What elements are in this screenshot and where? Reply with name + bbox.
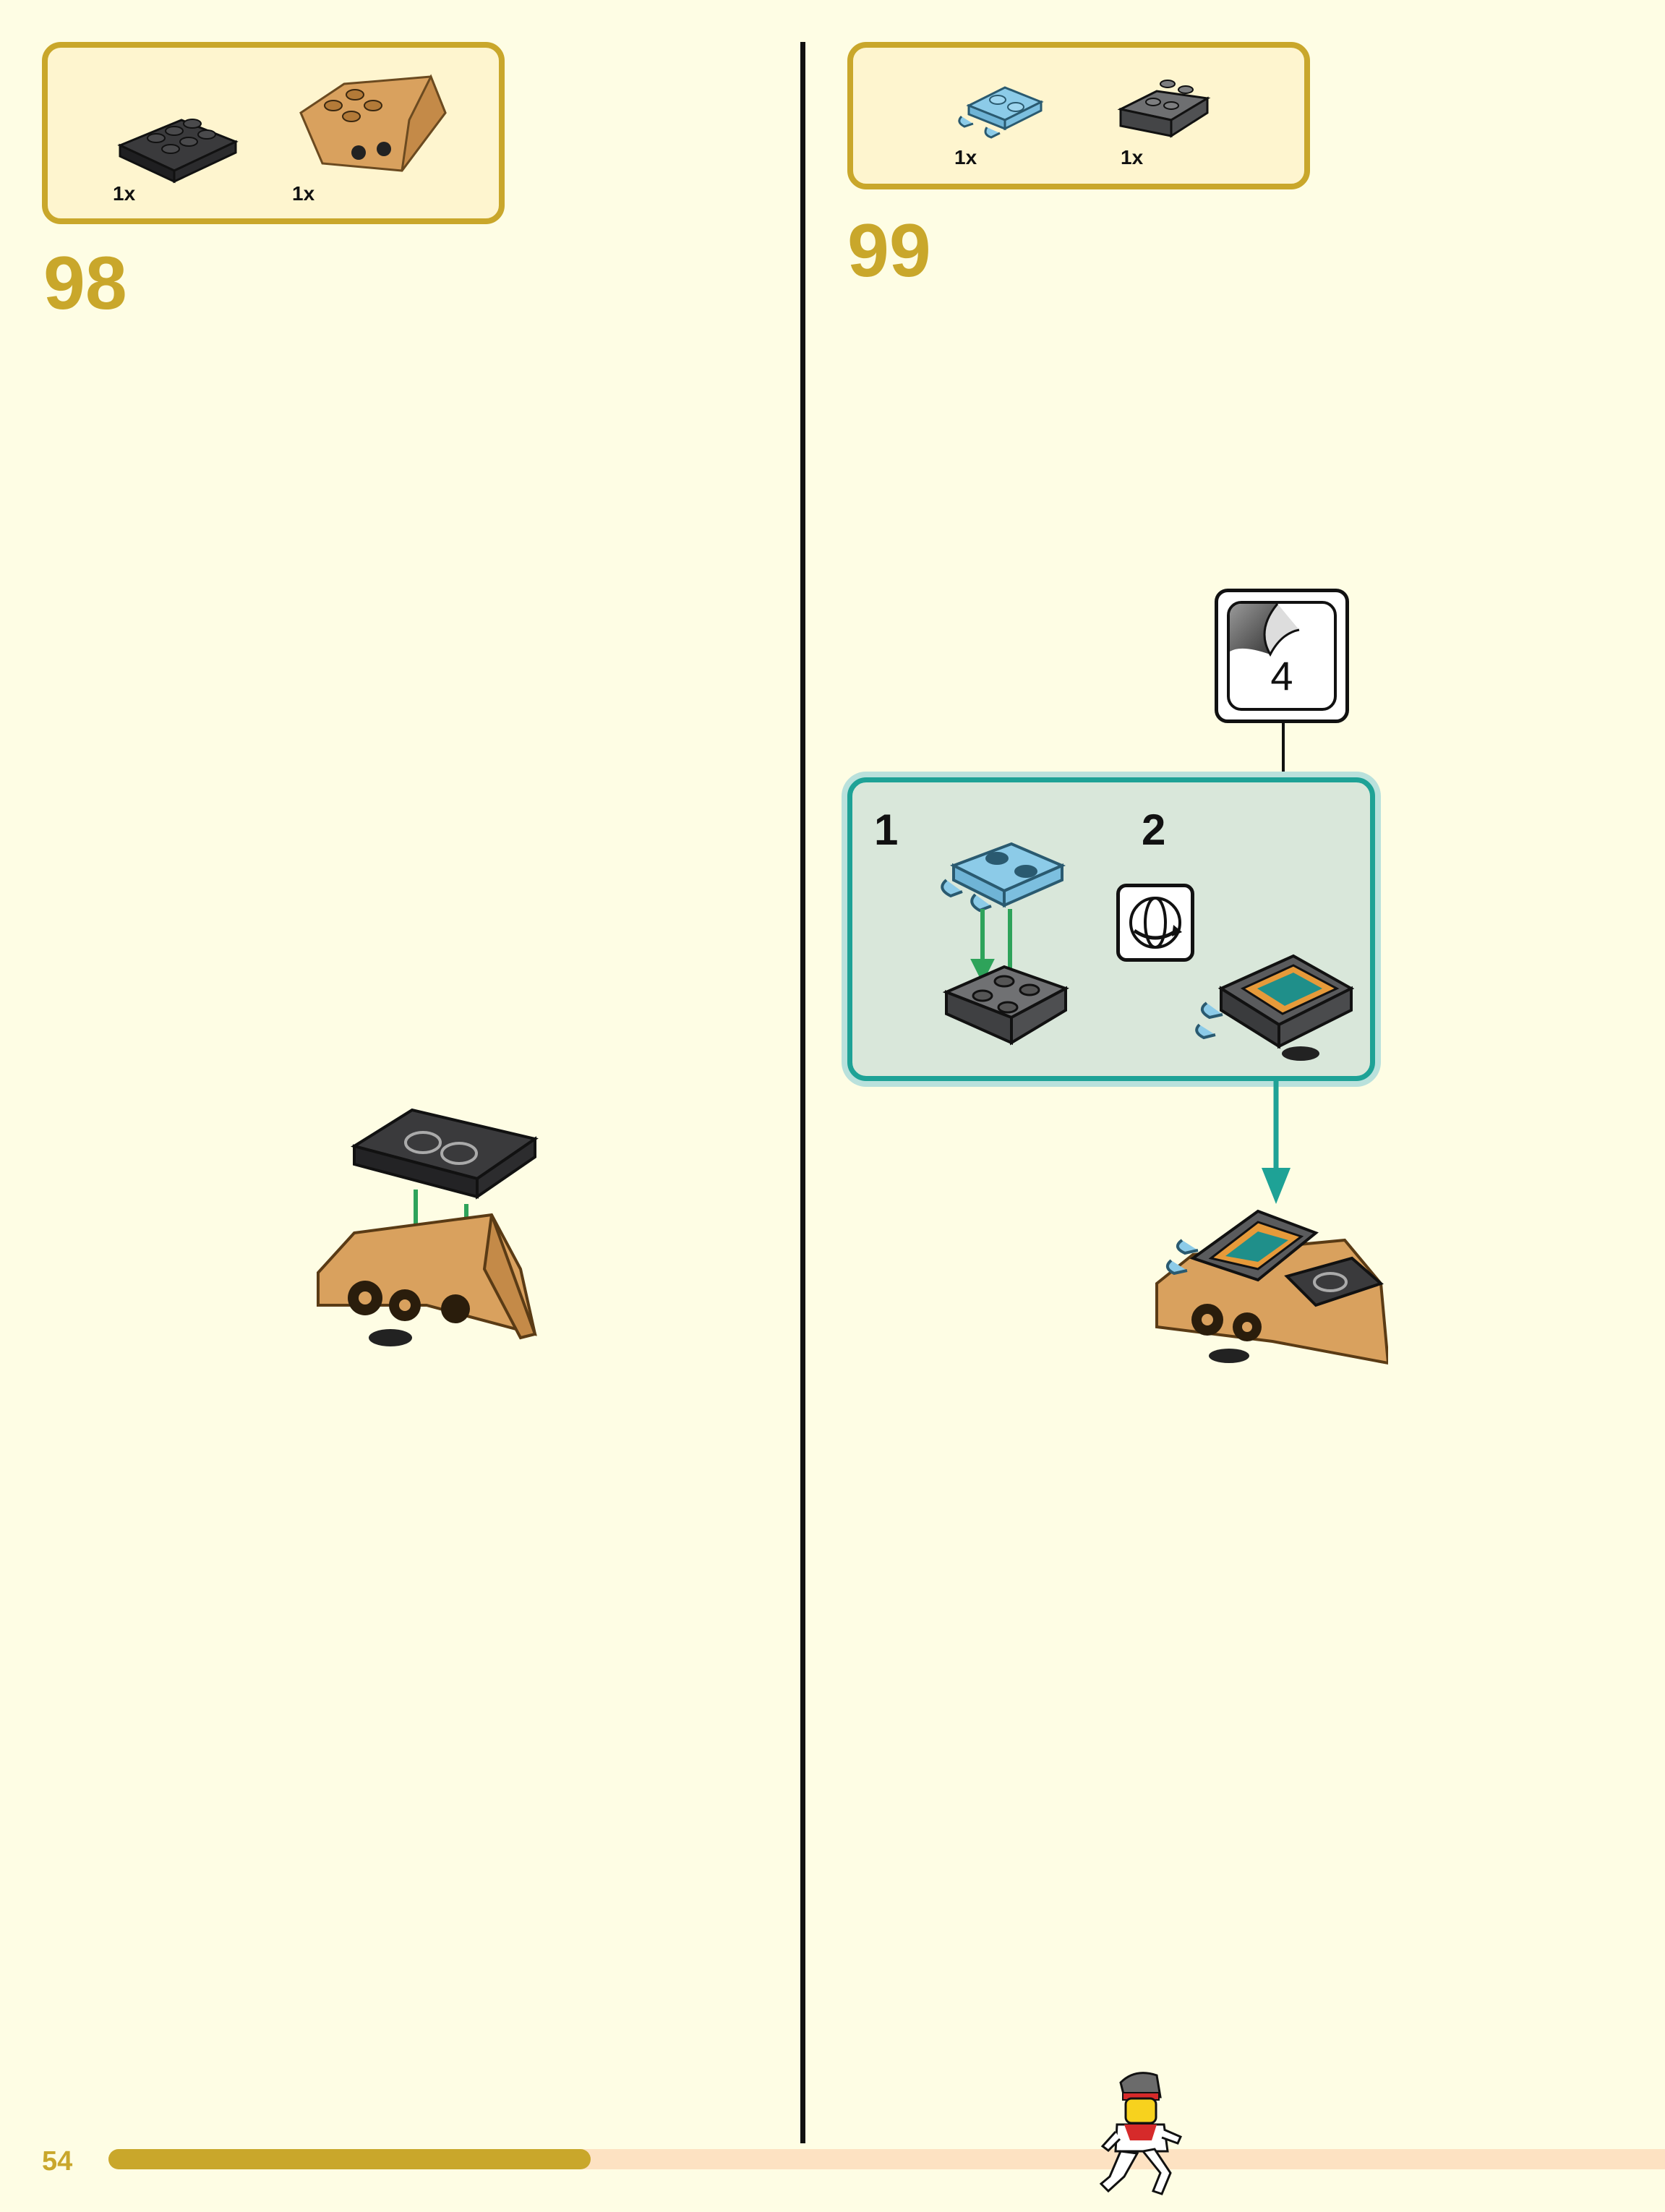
black-2x3-plate-icon — [117, 119, 239, 184]
page-number: 54 — [42, 2146, 73, 2177]
part-quantity: 1x — [113, 182, 136, 205]
parts-list-step-99: 1x 1x — [847, 42, 1310, 189]
subassembly-panel: 1 2 — [847, 777, 1375, 1081]
step-number-99: 99 — [847, 209, 931, 293]
substep-number-1: 1 — [874, 806, 899, 854]
parts-list-step-98: 1x 1x — [42, 42, 505, 224]
progress-bar — [108, 2149, 1665, 2169]
progress-bar-fill — [108, 2149, 591, 2169]
part-quantity: 1x — [292, 182, 315, 205]
sticker-callout: 4 — [1215, 589, 1349, 723]
substep-number-2: 2 — [1142, 806, 1166, 854]
sticker-sheet-icon: 4 — [1227, 601, 1337, 711]
attach-subassembly-arrow — [1262, 1081, 1291, 1204]
step-98-assembly-illustration — [317, 1108, 539, 1346]
tan-wedge-piece-icon — [299, 74, 447, 172]
rotate-icon — [1116, 884, 1194, 962]
light-blue-clip-plate-icon — [958, 86, 1044, 139]
step-number-98: 98 — [43, 242, 127, 325]
step-99-assembly-illustration — [1155, 1209, 1388, 1365]
substep-2-illustration — [1195, 954, 1355, 1061]
sticker-number: 4 — [1270, 653, 1293, 699]
part-quantity: 1x — [1121, 146, 1144, 168]
part-quantity: 1x — [954, 146, 977, 168]
minifigure-progress-marker — [1099, 2072, 1182, 2195]
step-divider — [800, 42, 805, 2143]
dark-grey-slope-icon — [1117, 80, 1211, 138]
substep-1-illustration — [941, 842, 1069, 1046]
